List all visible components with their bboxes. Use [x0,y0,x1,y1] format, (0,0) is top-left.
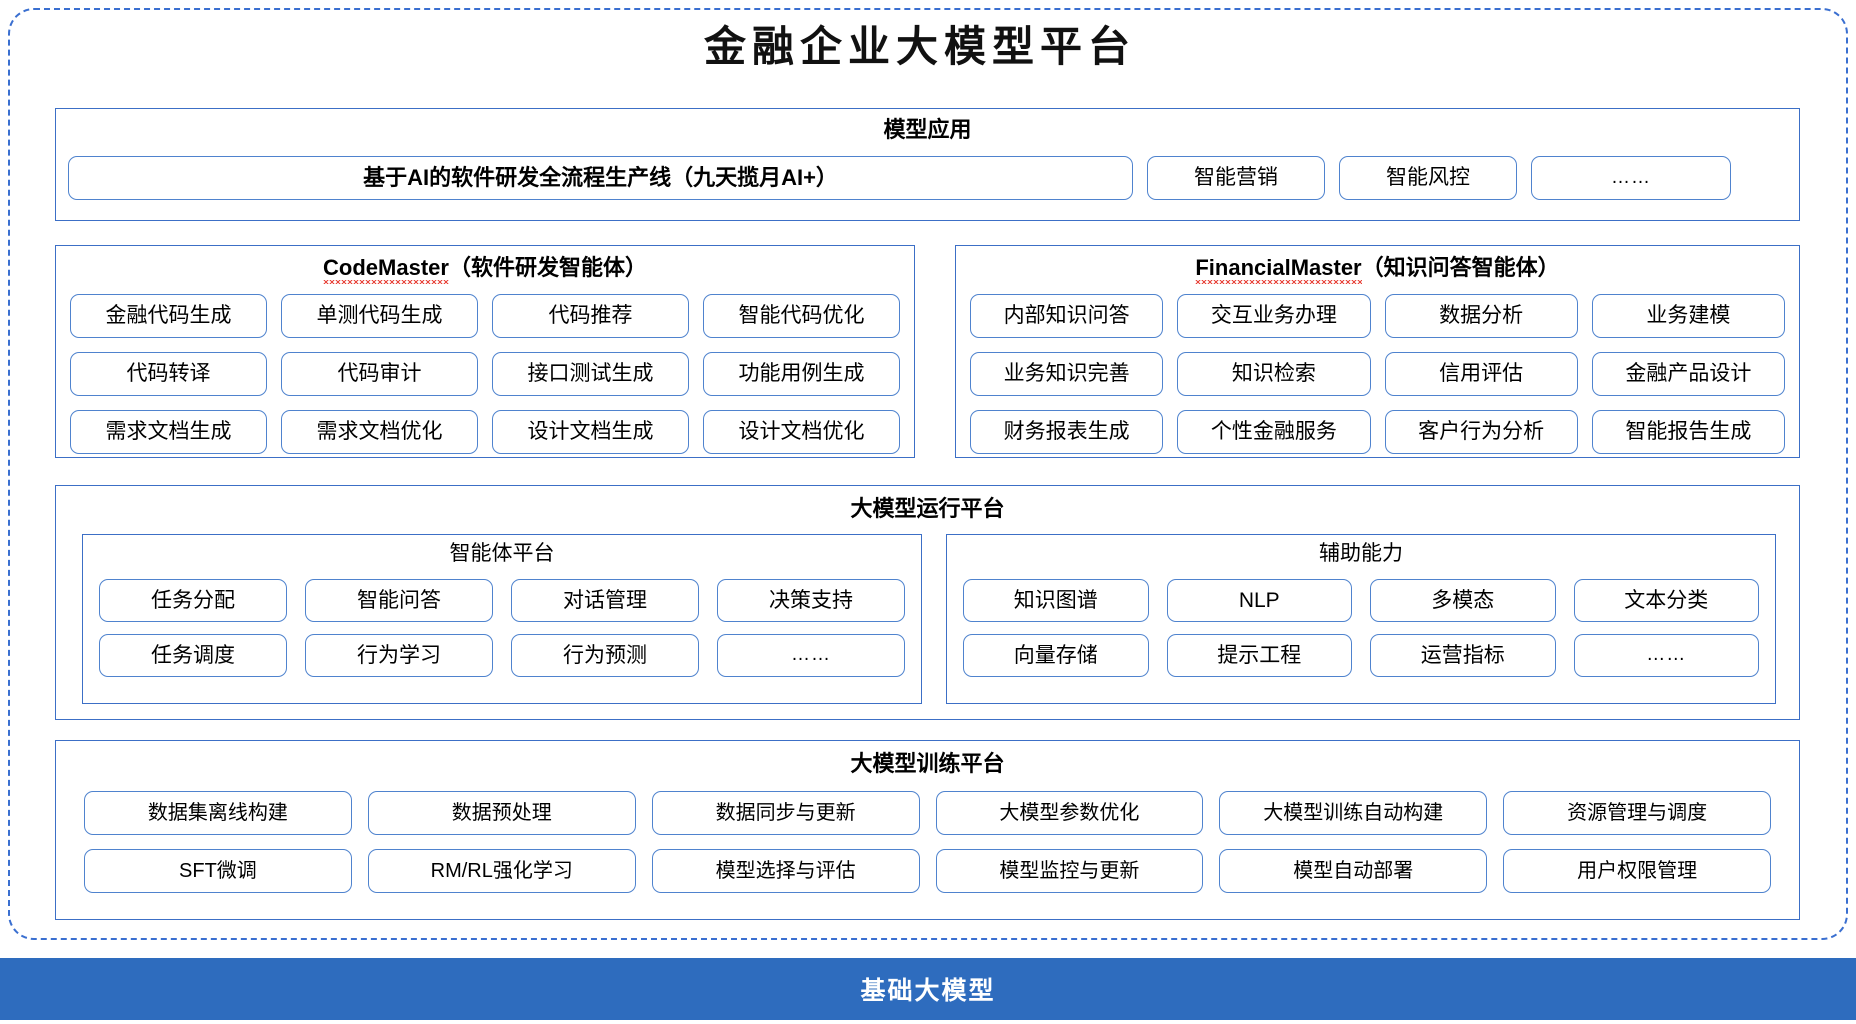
chip-agent-6[interactable]: 行为学习 [305,634,493,677]
base-model-label: 基础大模型 [860,977,996,1005]
chip-code-5[interactable]: 代码转译 [70,352,267,396]
chip-fin-5[interactable]: 业务知识完善 [970,352,1164,396]
chip-code-12[interactable]: 设计文档优化 [703,410,900,454]
brand-codemaster: CodeMaster [323,255,449,284]
model-application-chip-row: 基于AI的软件研发全流程生产线（九天揽月AI+） 智能营销 智能风控 …… [68,156,1789,200]
subsection-auxiliary-capabilities: 辅助能力 知识图谱 NLP 多模态 文本分类 向量存储 提示工程 运营指标 …… [946,534,1776,704]
chip-agent-2[interactable]: 智能问答 [305,579,493,622]
chip-train-8[interactable]: RM/RL强化学习 [367,849,636,893]
chip-smart-risk-control[interactable]: 智能风控 [1339,156,1517,200]
chip-code-9[interactable]: 需求文档生成 [70,410,267,454]
brand-financialmaster: FinancialMaster [1195,255,1362,284]
financial-master-grid: 内部知识问答 交互业务办理 数据分析 业务建模 业务知识完善 知识检索 信用评估… [970,294,1785,454]
section-code-master: CodeMaster（软件研发智能体） 金融代码生成 单测代码生成 代码推荐 智… [55,245,915,458]
chip-train-5[interactable]: 大模型训练自动构建 [1219,791,1488,835]
chip-code-7[interactable]: 接口测试生成 [492,352,689,396]
agent-platform-grid: 任务分配 智能问答 对话管理 决策支持 任务调度 行为学习 行为预测 …… [99,579,905,677]
section-title-runtime-platform: 大模型运行平台 [850,496,1005,521]
chip-aux-2[interactable]: NLP [1166,579,1352,622]
chip-train-6[interactable]: 资源管理与调度 [1503,791,1771,835]
chip-code-11[interactable]: 设计文档生成 [492,410,689,454]
chip-agent-5[interactable]: 任务调度 [99,634,287,677]
chip-fin-12[interactable]: 智能报告生成 [1591,410,1785,454]
chip-train-12[interactable]: 用户权限管理 [1503,849,1771,893]
chip-aux-1[interactable]: 知识图谱 [963,579,1149,622]
chip-train-10[interactable]: 模型监控与更新 [935,849,1204,893]
chip-smart-marketing[interactable]: 智能营销 [1147,156,1325,200]
chip-code-4[interactable]: 智能代码优化 [703,294,900,338]
chip-fin-9[interactable]: 财务报表生成 [970,410,1164,454]
page-title: 金融企业大模型平台 [703,22,1136,71]
training-grid: 数据集离线构建 数据预处理 数据同步与更新 大模型参数优化 大模型训练自动构建 … [84,791,1771,893]
chip-train-11[interactable]: 模型自动部署 [1219,849,1488,893]
chip-code-10[interactable]: 需求文档优化 [281,410,478,454]
chip-train-4[interactable]: 大模型参数优化 [935,791,1204,835]
section-runtime-platform: 大模型运行平台 智能体平台 任务分配 智能问答 对话管理 决策支持 任务调度 行… [55,485,1800,720]
chip-fin-4[interactable]: 业务建模 [1591,294,1785,338]
chip-code-8[interactable]: 功能用例生成 [703,352,900,396]
subsection-title-agent-platform: 智能体平台 [449,542,555,565]
chip-agent-7[interactable]: 行为预测 [511,634,699,677]
chip-train-2[interactable]: 数据预处理 [367,791,636,835]
section-financial-master: FinancialMaster（知识问答智能体） 内部知识问答 交互业务办理 数… [955,245,1800,458]
chip-fin-1[interactable]: 内部知识问答 [970,294,1164,338]
base-model-bar: 基础大模型 [0,958,1856,1020]
chip-fin-8[interactable]: 金融产品设计 [1591,352,1785,396]
chip-aux-5[interactable]: 向量存储 [963,634,1149,677]
chip-agent-4[interactable]: 决策支持 [717,579,905,622]
auxiliary-grid: 知识图谱 NLP 多模态 文本分类 向量存储 提示工程 运营指标 …… [963,579,1759,677]
chip-application-more[interactable]: …… [1531,156,1731,200]
chip-fin-7[interactable]: 信用评估 [1384,352,1578,396]
chip-code-1[interactable]: 金融代码生成 [70,294,267,338]
code-master-suffix: （软件研发智能体） [448,255,647,280]
chip-aux-3[interactable]: 多模态 [1370,579,1556,622]
chip-code-2[interactable]: 单测代码生成 [281,294,478,338]
section-title-model-application: 模型应用 [883,117,972,142]
section-model-application: 模型应用 基于AI的软件研发全流程生产线（九天揽月AI+） 智能营销 智能风控 … [55,108,1800,221]
chip-aux-4[interactable]: 文本分类 [1573,579,1759,622]
subsection-title-auxiliary: 辅助能力 [1319,542,1403,565]
chip-fin-2[interactable]: 交互业务办理 [1177,294,1371,338]
chip-agent-1[interactable]: 任务分配 [99,579,287,622]
chip-agent-3[interactable]: 对话管理 [511,579,699,622]
chip-fin-10[interactable]: 个性金融服务 [1177,410,1371,454]
subsection-agent-platform: 智能体平台 任务分配 智能问答 对话管理 决策支持 任务调度 行为学习 行为预测… [82,534,922,704]
chip-ai-software-pipeline[interactable]: 基于AI的软件研发全流程生产线（九天揽月AI+） [68,156,1133,200]
chip-aux-7[interactable]: 运营指标 [1370,634,1556,677]
chip-aux-more[interactable]: …… [1573,634,1759,677]
section-title-financial-master: FinancialMaster（知识问答智能体） [956,255,1799,284]
chip-fin-6[interactable]: 知识检索 [1177,352,1371,396]
chip-train-3[interactable]: 数据同步与更新 [651,791,920,835]
section-title-training-platform: 大模型训练平台 [850,751,1005,776]
financial-master-suffix: （知识问答智能体） [1361,255,1560,280]
chip-code-6[interactable]: 代码审计 [281,352,478,396]
chip-train-7[interactable]: SFT微调 [84,849,352,893]
chip-agent-more[interactable]: …… [717,634,905,677]
chip-fin-3[interactable]: 数据分析 [1384,294,1578,338]
chip-fin-11[interactable]: 客户行为分析 [1384,410,1578,454]
chip-aux-6[interactable]: 提示工程 [1166,634,1352,677]
chip-train-1[interactable]: 数据集离线构建 [84,791,352,835]
chip-code-3[interactable]: 代码推荐 [492,294,689,338]
section-title-code-master: CodeMaster（软件研发智能体） [56,255,914,284]
section-training-platform: 大模型训练平台 数据集离线构建 数据预处理 数据同步与更新 大模型参数优化 大模… [55,740,1800,920]
chip-train-9[interactable]: 模型选择与评估 [651,849,920,893]
code-master-grid: 金融代码生成 单测代码生成 代码推荐 智能代码优化 代码转译 代码审计 接口测试… [70,294,900,454]
